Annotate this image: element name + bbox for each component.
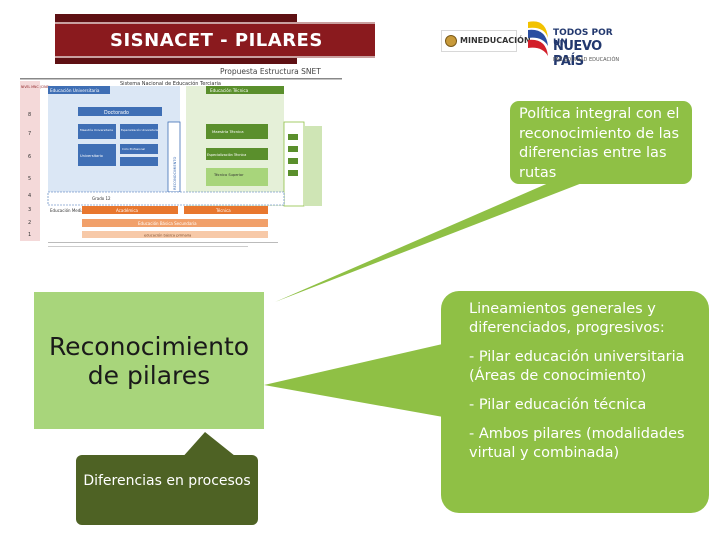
scheme-subtitle: Sistema Nacional de Educación Terciaria <box>120 80 221 87</box>
svg-text:Maestría Universitaria: Maestría Universitaria <box>80 128 113 132</box>
svg-text:RECONOCIMIENTO: RECONOCIMIENTO <box>173 156 177 190</box>
logo-line-1: TODOS POR UN <box>553 28 613 48</box>
svg-text:2: 2 <box>28 220 31 226</box>
flag-swirl-icon <box>528 21 548 56</box>
lineamientos-connector <box>264 340 460 420</box>
reconocimiento-box <box>34 292 264 429</box>
svg-text:3: 3 <box>28 207 31 213</box>
diferencias-callout-pointer <box>180 432 240 460</box>
logo-line-3: PAZ EQUIDAD EDUCACIÓN <box>553 57 620 63</box>
scheme-title: Propuesta Estructura SNET <box>220 67 321 76</box>
svg-text:Universitario: Universitario <box>80 154 103 158</box>
politica-callout-text: Política integral con el reconocimiento … <box>519 106 680 181</box>
svg-text:Educación Básica Secundaria: Educación Básica Secundaria <box>138 221 197 226</box>
lineamientos-item: - Ambos pilares (modalidades virtual y c… <box>469 426 685 461</box>
diferencias-callout <box>76 455 258 525</box>
mineducacion-logo: MINEDUCACIÓN <box>441 30 531 52</box>
svg-text:Grado 12: Grado 12 <box>92 196 111 201</box>
level-numbers: 8 7 6 5 4 3 2 1 <box>28 112 31 238</box>
svg-text:Educación Técnica: Educación Técnica <box>210 88 249 93</box>
lineamientos-box <box>441 291 709 513</box>
svg-text:7: 7 <box>28 131 31 137</box>
svg-text:Técnica: Técnica <box>215 208 231 213</box>
coat-of-arms-icon <box>445 35 457 47</box>
svg-text:Educación Media: Educación Media <box>50 208 84 213</box>
todos-por-un-nuevo-pais-logo: TODOS POR UN NUEVO PAÍS PAZ EQUIDAD EDUC… <box>524 14 620 69</box>
lineamientos-heading: Lineamientos generales y diferenciados, … <box>469 301 665 336</box>
svg-text:8: 8 <box>28 112 31 118</box>
politica-callout <box>510 101 692 184</box>
svg-text:5: 5 <box>28 176 31 182</box>
svg-text:Ciclo Profesional: Ciclo Profesional <box>122 147 145 151</box>
level-header: NIVEL MNC (CINE) <box>21 85 50 89</box>
svg-text:1: 1 <box>28 232 31 238</box>
lineamientos-list: Lineamientos generales y diferenciados, … <box>469 300 701 473</box>
svg-text:educación básica primaria: educación básica primaria <box>144 234 191 238</box>
svg-text:Académica: Académica <box>116 208 139 213</box>
snet-structure-diagram: Propuesta Estructura SNET Sistema Nacion… <box>20 64 342 254</box>
svg-text:6: 6 <box>28 154 31 160</box>
svg-text:Técnico Superior: Técnico Superior <box>213 173 244 177</box>
logo-line-2: NUEVO PAÍS <box>553 39 602 69</box>
diferencias-callout-text: Diferencias en procesos <box>83 473 251 489</box>
svg-text:Maestría Técnica: Maestría Técnica <box>212 129 244 134</box>
svg-text:Especialización Universitaria: Especialización Universitaria <box>121 128 158 132</box>
svg-text:Especialización Técnica: Especialización Técnica <box>207 153 246 157</box>
svg-text:4: 4 <box>28 193 31 199</box>
mineducacion-logo-text: MINEDUCACIÓN <box>460 36 531 45</box>
reconocimiento-label: Reconocimiento de pilares <box>48 332 250 390</box>
lineamientos-item: - Pilar educación universitaria (Áreas d… <box>469 349 685 384</box>
politica-callout-pointer <box>275 178 595 302</box>
title-banner <box>55 22 375 58</box>
svg-text:Educación Universitaria: Educación Universitaria <box>50 88 100 93</box>
svg-text:Doctorado: Doctorado <box>104 110 129 116</box>
lineamientos-item: - Pilar educación técnica <box>469 397 647 413</box>
page-title: SISNACET - PILARES <box>110 30 323 51</box>
